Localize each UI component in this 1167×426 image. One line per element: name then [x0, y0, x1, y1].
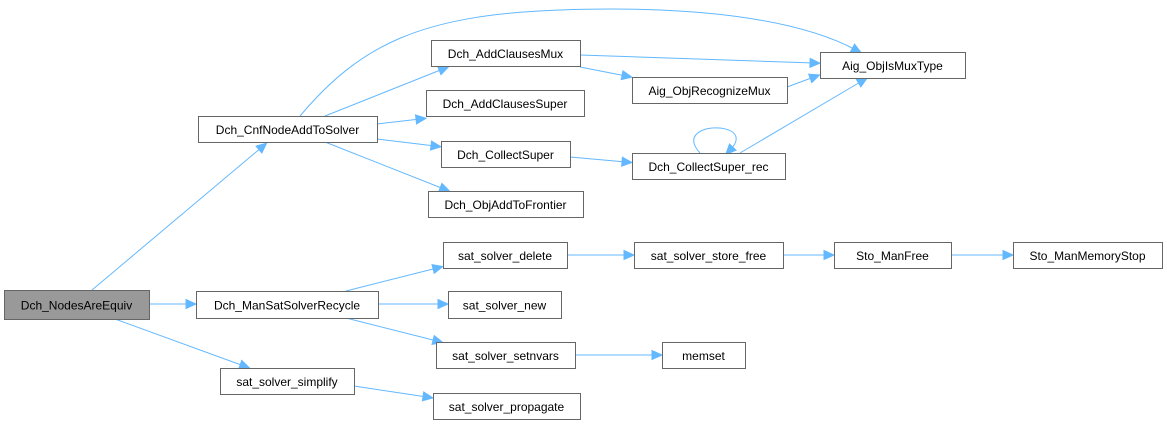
node-stofree[interactable]: Sto_ManFree	[834, 242, 952, 269]
node-memset[interactable]: memset	[662, 342, 746, 369]
node-propagate[interactable]: sat_solver_propagate	[433, 393, 581, 420]
arrowhead-icon	[620, 69, 634, 81]
node-box	[634, 242, 784, 269]
arrowhead-icon	[421, 391, 435, 402]
node-box	[436, 342, 576, 369]
arrowhead-icon	[237, 359, 251, 370]
arrowhead-icon	[1002, 249, 1015, 261]
node-box	[4, 290, 150, 320]
node-box	[834, 242, 952, 269]
node-label: sat_solver_delete	[458, 249, 552, 263]
node-label: sat_solver_new	[463, 299, 547, 313]
edge-cnf-to-frontier	[324, 141, 445, 190]
arrowhead-icon	[823, 249, 836, 261]
node-label: Dch_ManSatSolverRecycle	[214, 299, 360, 313]
node-storefree[interactable]: sat_solver_store_free	[634, 242, 784, 269]
arrowhead-icon	[436, 65, 450, 76]
node-label: sat_solver_simplify	[236, 375, 337, 389]
node-label: Dch_ObjAddToFrontier	[444, 198, 566, 212]
node-label: sat_solver_propagate	[449, 400, 565, 414]
node-root[interactable]: Dch_NodesAreEquiv	[4, 290, 150, 320]
node-label: Aig_ObjIsMuxType	[842, 59, 943, 73]
edge-cnf-to-mux	[324, 68, 444, 117]
node-label: Aig_ObjRecognizeMux	[648, 84, 770, 98]
node-label: Dch_AddClausesMux	[448, 47, 563, 61]
arrowhead-icon	[849, 43, 863, 54]
edge-root-to-cnf	[91, 146, 263, 291]
node-box	[198, 116, 378, 143]
edge-collectrec-to-collectrec	[693, 127, 737, 154]
node-label: Dch_CollectSuper	[457, 148, 554, 162]
edge-cnf-to-collect	[376, 138, 436, 147]
edge-recycle-to-del	[345, 267, 438, 292]
node-label: Dch_NodesAreEquiv	[21, 299, 132, 313]
arrowhead-icon	[429, 140, 443, 151]
node-collect[interactable]: Dch_CollectSuper	[441, 141, 571, 168]
arrowhead-icon	[855, 77, 869, 88]
node-box	[820, 52, 966, 79]
node-box	[632, 153, 786, 180]
node-box	[443, 242, 568, 269]
edge-cnf-to-super	[376, 118, 421, 125]
arrowhead-icon	[651, 349, 664, 361]
node-box	[662, 342, 746, 369]
node-label: sat_solver_store_free	[651, 249, 767, 263]
node-memstop[interactable]: Sto_ManMemoryStop	[1013, 242, 1163, 269]
node-label: Dch_AddClausesSuper	[443, 97, 568, 111]
edge-collect-to-collectrec	[569, 156, 627, 163]
arrowhead-icon	[437, 182, 451, 193]
node-box	[448, 291, 562, 319]
node-label: sat_solver_setnvars	[452, 349, 559, 363]
node-new[interactable]: sat_solver_new	[448, 291, 562, 319]
node-box	[441, 141, 571, 168]
edge-recog-to-ismux	[786, 76, 815, 88]
node-box	[428, 191, 584, 218]
node-del[interactable]: sat_solver_delete	[443, 242, 568, 269]
arrowhead-icon	[807, 73, 821, 84]
node-cnf[interactable]: Dch_CnfNodeAddToSolver	[198, 116, 378, 143]
edge-root-to-simplify	[114, 318, 245, 367]
edge-mux-to-recog	[579, 66, 627, 77]
node-label: memset	[682, 349, 725, 363]
arrowhead-icon	[621, 156, 634, 167]
arrowhead-icon	[431, 263, 444, 275]
nodes: Dch_NodesAreEquivDch_CnfNodeAddToSolverD…	[4, 40, 1163, 420]
node-box	[433, 393, 581, 420]
arrowhead-icon	[255, 142, 268, 154]
node-box	[426, 90, 585, 117]
node-ismux[interactable]: Aig_ObjIsMuxType	[820, 52, 966, 79]
edge-mux-to-ismux	[579, 54, 815, 64]
edge-collectrec-to-ismux	[739, 80, 863, 154]
node-label: Sto_ManFree	[856, 249, 929, 263]
node-box	[196, 291, 379, 319]
node-collectrec[interactable]: Dch_CollectSuper_rec	[632, 153, 786, 180]
node-setnvars[interactable]: sat_solver_setnvars	[436, 342, 576, 369]
arrowhead-icon	[185, 298, 198, 310]
arrowhead-icon	[414, 114, 428, 125]
node-label: Dch_CnfNodeAddToSolver	[216, 123, 359, 137]
node-mux[interactable]: Dch_AddClausesMux	[431, 40, 581, 67]
node-box	[431, 40, 581, 67]
node-simplify[interactable]: sat_solver_simplify	[220, 368, 355, 395]
edge-recycle-to-setnvars	[345, 317, 438, 342]
node-frontier[interactable]: Dch_ObjAddToFrontier	[428, 191, 584, 218]
arrowhead-icon	[623, 249, 636, 261]
node-box	[1013, 242, 1163, 269]
node-recycle[interactable]: Dch_ManSatSolverRecycle	[196, 291, 379, 319]
node-label: Dch_CollectSuper_rec	[648, 160, 768, 174]
arrowhead-icon	[725, 143, 737, 156]
edge-cnf-to-ismux	[299, 8, 857, 117]
node-box	[632, 77, 788, 104]
arrowhead-icon	[809, 57, 822, 69]
node-super[interactable]: Dch_AddClausesSuper	[426, 90, 585, 117]
node-box	[220, 368, 355, 395]
arrowhead-icon	[437, 298, 450, 310]
edges	[91, 8, 1015, 402]
edge-simplify-to-propagate	[353, 385, 428, 398]
node-recog[interactable]: Aig_ObjRecognizeMux	[632, 77, 788, 104]
node-label: Sto_ManMemoryStop	[1029, 249, 1145, 263]
